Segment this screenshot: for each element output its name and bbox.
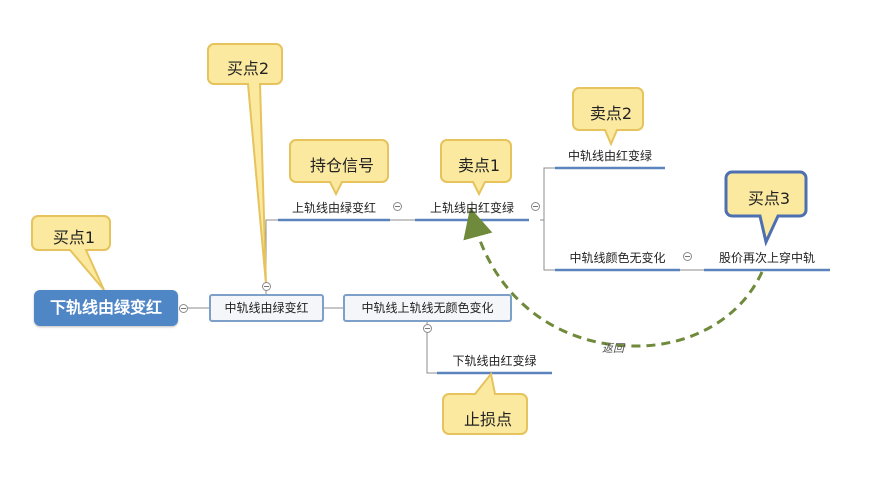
callout-sell1: 卖点1 — [457, 156, 501, 175]
return-arrow — [463, 207, 764, 348]
collapse-icon[interactable] — [531, 202, 540, 211]
node-upper-red-green[interactable]: 上轨线由红变绿 — [429, 201, 514, 215]
callout-hold-shape — [289, 139, 389, 197]
callout-buy3: 买点3 — [747, 189, 791, 208]
callout-buy3-shape — [724, 170, 808, 247]
callout-shapes — [31, 43, 808, 435]
callout-buy1: 买点1 — [52, 228, 96, 247]
collapse-icon[interactable] — [393, 202, 402, 211]
node-mid-no-change[interactable]: 中轨线颜色无变化 — [569, 251, 666, 265]
callout-hold: 持仓信号 — [309, 156, 374, 175]
callout-sell1-shape — [440, 139, 512, 197]
callout-sell2: 卖点2 — [589, 104, 633, 123]
root-node[interactable]: 下轨线由绿变红 — [34, 290, 178, 326]
node-mid-green-red[interactable]: 中轨线由绿变红 — [209, 294, 324, 322]
node-mid-red-green[interactable]: 中轨线由红变绿 — [567, 149, 652, 163]
callout-buy1-shape — [31, 215, 111, 291]
callout-buy2: 买点2 — [226, 59, 270, 78]
return-arrow-label: 返回 — [602, 342, 626, 355]
collapse-icon[interactable] — [683, 252, 692, 261]
node-lower-red-green[interactable]: 下轨线由红变绿 — [452, 354, 537, 368]
callout-buy2-shape — [207, 43, 283, 285]
branch-underlines — [278, 166, 830, 375]
collapse-icon[interactable] — [179, 304, 188, 313]
node-price-cross[interactable]: 股价再次上穿中轨 — [718, 251, 815, 265]
callout-sell2-shape — [572, 87, 644, 147]
node-mid-upper-no-change[interactable]: 中轨线上轨线无颜色变化 — [343, 294, 512, 322]
callout-stop-shape — [442, 371, 528, 435]
callout-stop: 止损点 — [463, 410, 512, 429]
collapse-icon[interactable] — [423, 324, 432, 333]
collapse-icon[interactable] — [262, 282, 271, 291]
node-upper-green-red[interactable]: 上轨线由绿变红 — [291, 201, 376, 215]
